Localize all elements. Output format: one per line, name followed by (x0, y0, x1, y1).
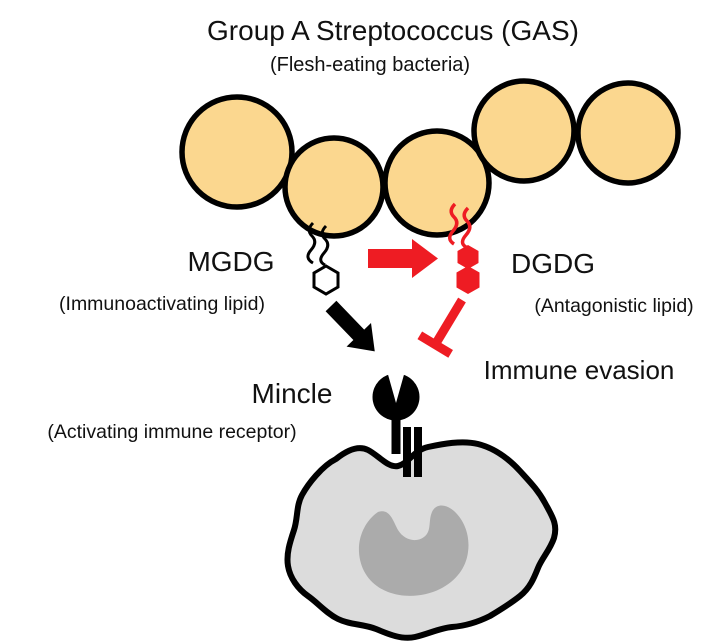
dgdg-label: DGDG (511, 248, 595, 279)
dgdg-acyl-tail-1 (448, 202, 459, 246)
bacterium-2 (282, 135, 386, 239)
inhibition-bar (417, 297, 466, 358)
receptor-transmembrane-bar-2 (414, 427, 422, 477)
dgdg-sugar-head-2 (456, 266, 480, 294)
mgdg-caption: (Immunoactivating lipid) (59, 293, 265, 315)
diagram-subtitle: (Flesh-eating bacteria) (270, 54, 470, 76)
mgdg-lipid (306, 221, 340, 296)
bacterium-4 (471, 78, 577, 184)
inhibition-bar-head (417, 331, 453, 358)
mincle-caption: (Activating immune receptor) (47, 421, 296, 443)
bacteria-chain (179, 78, 681, 239)
dgdg-caption: (Antagonistic lipid) (534, 295, 693, 317)
activation-arrow (325, 300, 375, 352)
dgdg-acyl-tail-2 (460, 206, 472, 249)
receptor-transmembrane-bar-1 (403, 427, 411, 477)
immune-cell-nucleus (358, 505, 469, 596)
dgdg-lipid (448, 202, 480, 294)
mincle-label: Mincle (252, 378, 333, 409)
mgdg-acyl-tail-1 (306, 221, 317, 265)
inhibition-bar-shaft (431, 297, 466, 347)
conversion-arrow (368, 239, 438, 278)
bacterium-3 (382, 128, 492, 238)
bacterium-1 (179, 94, 295, 210)
dgdg-sugar-head-1 (457, 245, 479, 269)
immune-evasion-label: Immune evasion (484, 355, 675, 385)
receptor-binding-notch (387, 368, 405, 403)
mgdg-sugar-head (312, 264, 340, 296)
immune-cell (284, 439, 559, 641)
diagram-title: Group A Streptococcus (GAS) (207, 15, 579, 46)
receptor-stem (391, 414, 401, 454)
mgdg-label: MGDG (187, 246, 274, 277)
bacterium-5 (575, 80, 681, 186)
mincle-receptor (372, 368, 422, 477)
mgdg-acyl-tail-2 (319, 224, 330, 267)
